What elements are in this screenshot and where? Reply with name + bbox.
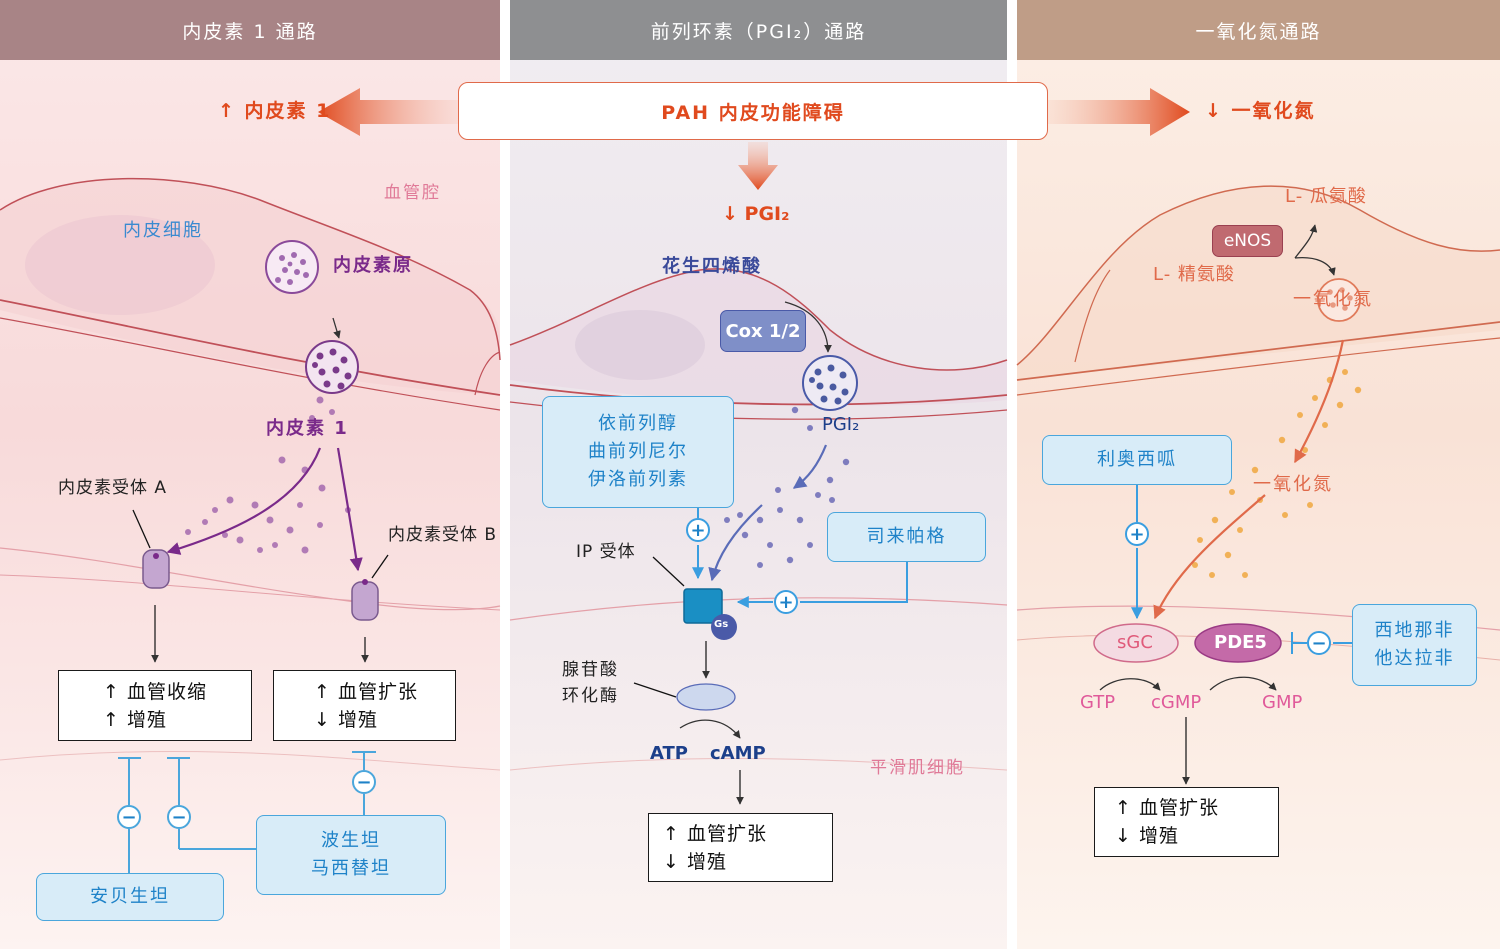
no-vesicle (1317, 278, 1361, 322)
header-bar-left (0, 0, 500, 60)
arrow-to-pgi2 (738, 142, 778, 190)
pgi2-label: PGI₂ (822, 414, 860, 435)
gtp-label: GTP (1080, 692, 1116, 713)
drug-selexipag: 司来帕格 (866, 526, 947, 547)
receptor-b-label: 内皮素受体 B (388, 525, 498, 545)
sgc-label: sGC (1117, 632, 1153, 653)
pde5-inhibitors-box: 西地那非 他达拉非 (1352, 604, 1477, 686)
header-bar-center (510, 0, 1007, 60)
receptor-b-shape (351, 581, 379, 621)
header-nitric-oxide: 一氧化氮通路 (1195, 20, 1322, 43)
endothelin-increase-label: ↑ 内皮素 1 (218, 100, 332, 122)
drug-macitentan: 马西替坦 (311, 858, 391, 879)
cgmp-label: cGMP (1151, 692, 1202, 713)
smooth-muscle-cell-label: 平滑肌细胞 (870, 758, 965, 778)
inhibit-circle-dual-a: − (167, 805, 191, 829)
no-smooth-muscle-label: 一氧化氮 (1253, 474, 1333, 495)
drug-epoprostenol: 依前列醇 (598, 413, 678, 434)
adenylyl-cyclase-line2: 环化酶 (562, 686, 619, 706)
arrow-to-receptor-a (166, 447, 322, 555)
activate-circle-selexipag: + (774, 590, 798, 614)
endothelin1-label: 内皮素 1 (266, 418, 349, 439)
drug-bosentan-box: 波生坦 马西替坦 (256, 815, 446, 895)
drug-iloprost: 伊洛前列素 (588, 469, 688, 490)
gs-label: Gs (714, 619, 729, 630)
vessel-lumen-label: 血管腔 (384, 183, 441, 203)
panel-endothelin (0, 0, 500, 949)
pgi2-vesicle (802, 355, 858, 411)
ip-receptor-shape (683, 588, 723, 624)
sgc-shape (1093, 623, 1179, 663)
riociguat-box: 利奥西呱 (1042, 435, 1232, 485)
receptor-a-label: 内皮素受体 A (58, 478, 168, 498)
gs-protein-shape (711, 614, 737, 640)
outcome-pgi2-line2: ↓ 增殖 (663, 850, 727, 873)
inhibit-circle-ambrisentan: − (117, 805, 141, 829)
l-arginine-label: L- 精氨酸 (1153, 264, 1235, 285)
drug-ambrisentan-box: 安贝生坦 (36, 873, 224, 921)
camp-label: cAMP (710, 743, 766, 764)
enos-enzyme: eNOS (1212, 225, 1283, 257)
gmp-label: GMP (1262, 692, 1303, 713)
cox-enzyme: Cox 1/2 (720, 310, 806, 352)
adenylyl-cyclase-shape (676, 683, 736, 711)
pde5-label: PDE5 (1214, 632, 1267, 653)
drug-tadalafil: 他达拉非 (1374, 648, 1455, 669)
endothelial-cell-right (1017, 186, 1500, 380)
l-citrulline-label: L- 瓜氨酸 (1285, 186, 1367, 207)
drug-riociguat: 利奥西呱 (1097, 449, 1177, 470)
drug-bosentan: 波生坦 (321, 830, 381, 851)
outcome-a-line2: ↑ 增殖 (103, 708, 167, 731)
header-prostacyclin: 前列环素（PGI₂）通路 (650, 20, 867, 43)
arrow-to-receptor-b (336, 447, 363, 572)
pah-dysfunction-box: PAH 内皮功能障碍 (458, 82, 1048, 140)
inhibit-circle-dual-b: − (352, 770, 376, 794)
outcome-a-line1: ↑ 血管收缩 (103, 680, 207, 703)
atp-label: ATP (650, 743, 689, 764)
selexipag-box: 司来帕格 (827, 512, 986, 562)
pgi2-decrease-label: ↓ PGI₂ (722, 203, 790, 225)
outcome-receptor-a: ↑ 血管收缩 ↑ 增殖 (58, 670, 252, 741)
outcome-nitric-oxide: ↑ 血管扩张 ↓ 增殖 (1094, 787, 1279, 857)
outcome-prostacyclin: ↑ 血管扩张 ↓ 增殖 (648, 813, 833, 882)
pgi2-particles (724, 406, 850, 568)
activate-circle-riociguat: + (1125, 522, 1149, 546)
prostanoid-drugs-box: 依前列醇 曲前列尼尔 伊洛前列素 (542, 396, 734, 508)
outcome-no-line1: ↑ 血管扩张 (1115, 797, 1219, 819)
drug-sildenafil: 西地那非 (1374, 620, 1455, 641)
preproendothelin-label: 内皮素原 (333, 255, 413, 276)
arachidonic-acid-label: 花生四烯酸 (662, 256, 762, 277)
adenylyl-cyclase-label: 腺苷酸 环化酶 (562, 657, 619, 709)
outcome-b-line2: ↓ 增殖 (314, 708, 378, 731)
arrow-to-no (1045, 88, 1190, 136)
ip-receptor-label: IP 受体 (576, 542, 636, 562)
no-decrease-label: ↓ 一氧化氮 (1205, 100, 1316, 122)
outcome-no-line2: ↓ 增殖 (1115, 825, 1179, 847)
endothelin-particles (185, 396, 351, 554)
adenylyl-cyclase-line1: 腺苷酸 (562, 660, 619, 680)
no-endothelial-label: 一氧化氮 (1293, 289, 1373, 310)
header-endothelin: 内皮素 1 通路 (182, 20, 318, 43)
outcome-pgi2-line1: ↑ 血管扩张 (663, 822, 767, 845)
drug-ambrisentan: 安贝生坦 (90, 886, 170, 907)
pde5-shape (1194, 623, 1282, 663)
drug-treprostinil: 曲前列尼尔 (588, 441, 688, 462)
inhibit-circle-pde5: − (1307, 631, 1331, 655)
outcome-receptor-b: ↑ 血管扩张 ↓ 增殖 (273, 670, 456, 741)
outcome-b-line1: ↑ 血管扩张 (314, 680, 418, 703)
endothelin-inhibition-lines (118, 751, 376, 875)
receptor-a-shape (142, 549, 170, 589)
endothelial-cell-label: 内皮细胞 (123, 220, 203, 241)
arrow-to-endothelin (318, 88, 462, 136)
header-bar-right (1017, 0, 1500, 60)
preproendothelin-vesicle (265, 240, 319, 294)
activate-circle-prostanoids: + (686, 518, 710, 542)
